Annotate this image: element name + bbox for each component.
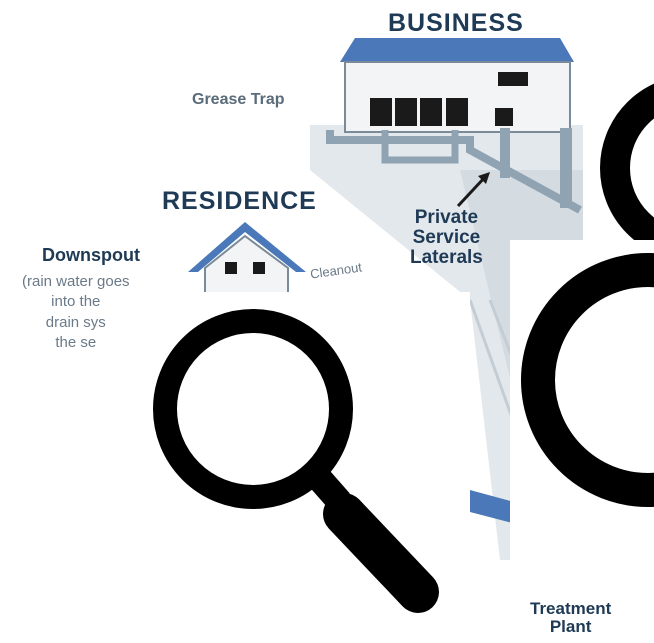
treatment-plant-label: Treatment Plant	[530, 600, 611, 636]
residence-title: RESIDENCE	[162, 187, 317, 215]
fixture-4	[446, 98, 468, 126]
magnifying-glass-icon-right	[521, 253, 654, 507]
vent-pipe	[560, 128, 572, 208]
downspout-note-line4: the se	[55, 333, 97, 351]
arrow-line	[456, 174, 488, 208]
residence-house	[204, 234, 289, 296]
downspout-note: (rain water goes into the drain sys the …	[22, 272, 130, 353]
business-title: BUSINESS	[388, 9, 524, 37]
magnifying-glass-icon[interactable]	[108, 292, 470, 643]
residence-roof	[188, 222, 306, 272]
downspout-note-line2: into the	[51, 293, 101, 311]
arrow-head	[478, 172, 490, 184]
private-laterals-line3: Laterals	[410, 246, 483, 268]
downspout-label: Downspout	[42, 245, 140, 265]
business-window	[498, 72, 528, 86]
fixture-1	[370, 98, 392, 126]
fixture-5	[495, 108, 513, 126]
fixture-2	[395, 98, 417, 126]
cleanout-riser-business	[500, 128, 510, 178]
business-roof	[340, 38, 574, 62]
treatment-plant-line1: Treatment	[530, 599, 612, 618]
treatment-plant-line2: Plant	[549, 616, 592, 636]
grease-trap-label: Grease Trap	[192, 91, 285, 108]
private-laterals-line2: Service	[412, 226, 481, 248]
fixture-3	[420, 98, 442, 126]
magnifying-glass-icon-top-right	[600, 83, 654, 240]
private-laterals-line1: Private	[414, 207, 479, 228]
downspout-note-line3: drain sys	[45, 313, 106, 331]
private-laterals-label: Private Service Laterals	[410, 208, 483, 268]
house-window-right	[253, 262, 265, 274]
downspout-note-line1: (rain water goes	[22, 273, 130, 290]
grease-trap-pipe	[381, 130, 459, 164]
house-window-left	[225, 262, 237, 274]
